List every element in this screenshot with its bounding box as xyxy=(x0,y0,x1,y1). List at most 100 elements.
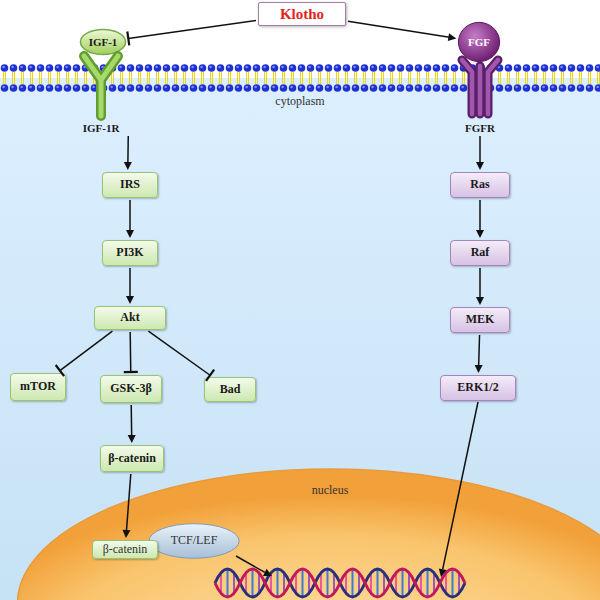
arrow-head xyxy=(448,33,457,41)
connector-line xyxy=(127,136,129,163)
connector-line xyxy=(478,335,480,366)
node-label: Raf xyxy=(471,246,490,259)
process-box: β-catenin xyxy=(100,445,164,472)
outline-part xyxy=(80,30,125,55)
ligand-oval: IGF-1 xyxy=(80,29,126,55)
outline-part xyxy=(458,22,499,61)
node-label: FGF xyxy=(468,36,490,48)
node-label: IGF-1 xyxy=(89,36,118,48)
process-box: mTOR xyxy=(10,373,66,401)
process-box: Bad xyxy=(204,377,256,402)
outline-part xyxy=(462,60,498,114)
receptor-symbol: FGFR xyxy=(450,56,510,134)
outline-part xyxy=(84,56,118,116)
arrow-head xyxy=(124,162,132,170)
node-label: nucleus xyxy=(312,484,349,497)
node-label: β-catenin xyxy=(108,452,156,465)
connector-line xyxy=(126,474,130,531)
process-box: β-catenin xyxy=(92,540,158,559)
node-label: Ras xyxy=(470,178,489,191)
receptor-symbol: IGF-1R xyxy=(70,50,132,134)
arrow-head xyxy=(123,530,131,538)
signal-arrow xyxy=(476,268,484,305)
node-outline xyxy=(15,468,600,600)
outline-part xyxy=(84,56,118,116)
connector-line xyxy=(129,332,131,372)
signal-arrow xyxy=(126,268,134,304)
ligand-circle: FGF xyxy=(458,22,500,62)
node-label: β-catenin xyxy=(103,543,148,556)
outline-part xyxy=(18,469,600,600)
inhibition-arrow xyxy=(127,20,256,45)
connector-line xyxy=(60,331,113,370)
inhibition-arrow xyxy=(148,331,214,381)
leader-arrow xyxy=(236,556,265,572)
connector-line xyxy=(479,268,481,298)
protein-box: Klotho xyxy=(258,2,346,26)
connector-line xyxy=(129,200,131,231)
arrow-head xyxy=(263,569,272,576)
node-label: mTOR xyxy=(20,380,56,393)
inhibition-arrow xyxy=(56,331,113,376)
process-box: Akt xyxy=(94,306,166,330)
arrow-head xyxy=(476,162,484,170)
signal-arrow xyxy=(123,474,131,538)
process-box: Ras xyxy=(450,172,510,198)
dna-strand xyxy=(215,569,465,597)
process-box: ERK1/2 xyxy=(440,375,516,401)
connector-line xyxy=(129,268,131,297)
region-label: cytoplasm xyxy=(250,94,350,109)
node-label: TCF/LEF xyxy=(171,534,218,547)
leader-arrow xyxy=(443,402,478,569)
dna-rungs xyxy=(215,563,465,600)
outline-part xyxy=(462,60,498,114)
signal-arrow xyxy=(348,21,456,41)
node-outline xyxy=(70,50,132,134)
inhibition-arrow xyxy=(124,332,138,372)
arrow-head xyxy=(126,230,134,238)
arrow-head xyxy=(476,230,484,238)
outline-part xyxy=(149,524,239,559)
connector-line xyxy=(130,405,132,436)
signal-arrow xyxy=(476,200,484,238)
inhibition-bar xyxy=(206,370,214,381)
nucleus-region: nucleus β-catenin TCF/LEF xyxy=(15,468,600,600)
connector-line xyxy=(348,21,449,37)
process-box: IRS xyxy=(102,172,158,198)
node-label: GSK-3β xyxy=(110,382,152,395)
node-label: MEK xyxy=(466,313,495,326)
process-box: PI3K xyxy=(102,240,158,266)
signal-arrow xyxy=(124,136,132,170)
arrow-head xyxy=(126,296,134,304)
process-box: Raf xyxy=(450,240,510,266)
process-box: GSK-3β xyxy=(100,375,162,403)
node-label: Akt xyxy=(120,311,139,324)
inhibition-bar xyxy=(56,365,64,376)
signal-arrow xyxy=(126,200,134,238)
dna-strand xyxy=(215,569,465,597)
signal-arrow xyxy=(128,405,136,443)
connector-line xyxy=(479,136,481,163)
node-label: FGFR xyxy=(465,122,495,134)
connector-line xyxy=(128,20,256,38)
arrow-head xyxy=(439,568,447,577)
node-label: IGF-1R xyxy=(83,122,120,134)
connector-line xyxy=(148,331,210,375)
node-label: IRS xyxy=(120,178,140,191)
signal-arrow xyxy=(475,335,483,373)
node-label: ERK1/2 xyxy=(457,381,498,394)
arrow-head xyxy=(475,365,483,373)
node-label: PI3K xyxy=(116,246,143,259)
factor-oval: TCF/LEF xyxy=(148,523,240,559)
connector-line xyxy=(479,200,481,231)
inhibition-bar xyxy=(124,371,138,373)
node-label: Klotho xyxy=(280,6,324,23)
process-box: MEK xyxy=(450,307,510,333)
arrow-head xyxy=(128,435,136,443)
node-label: Bad xyxy=(220,383,241,396)
signal-arrow xyxy=(476,136,484,170)
inhibition-bar xyxy=(127,32,129,46)
arrow-head xyxy=(476,297,484,305)
